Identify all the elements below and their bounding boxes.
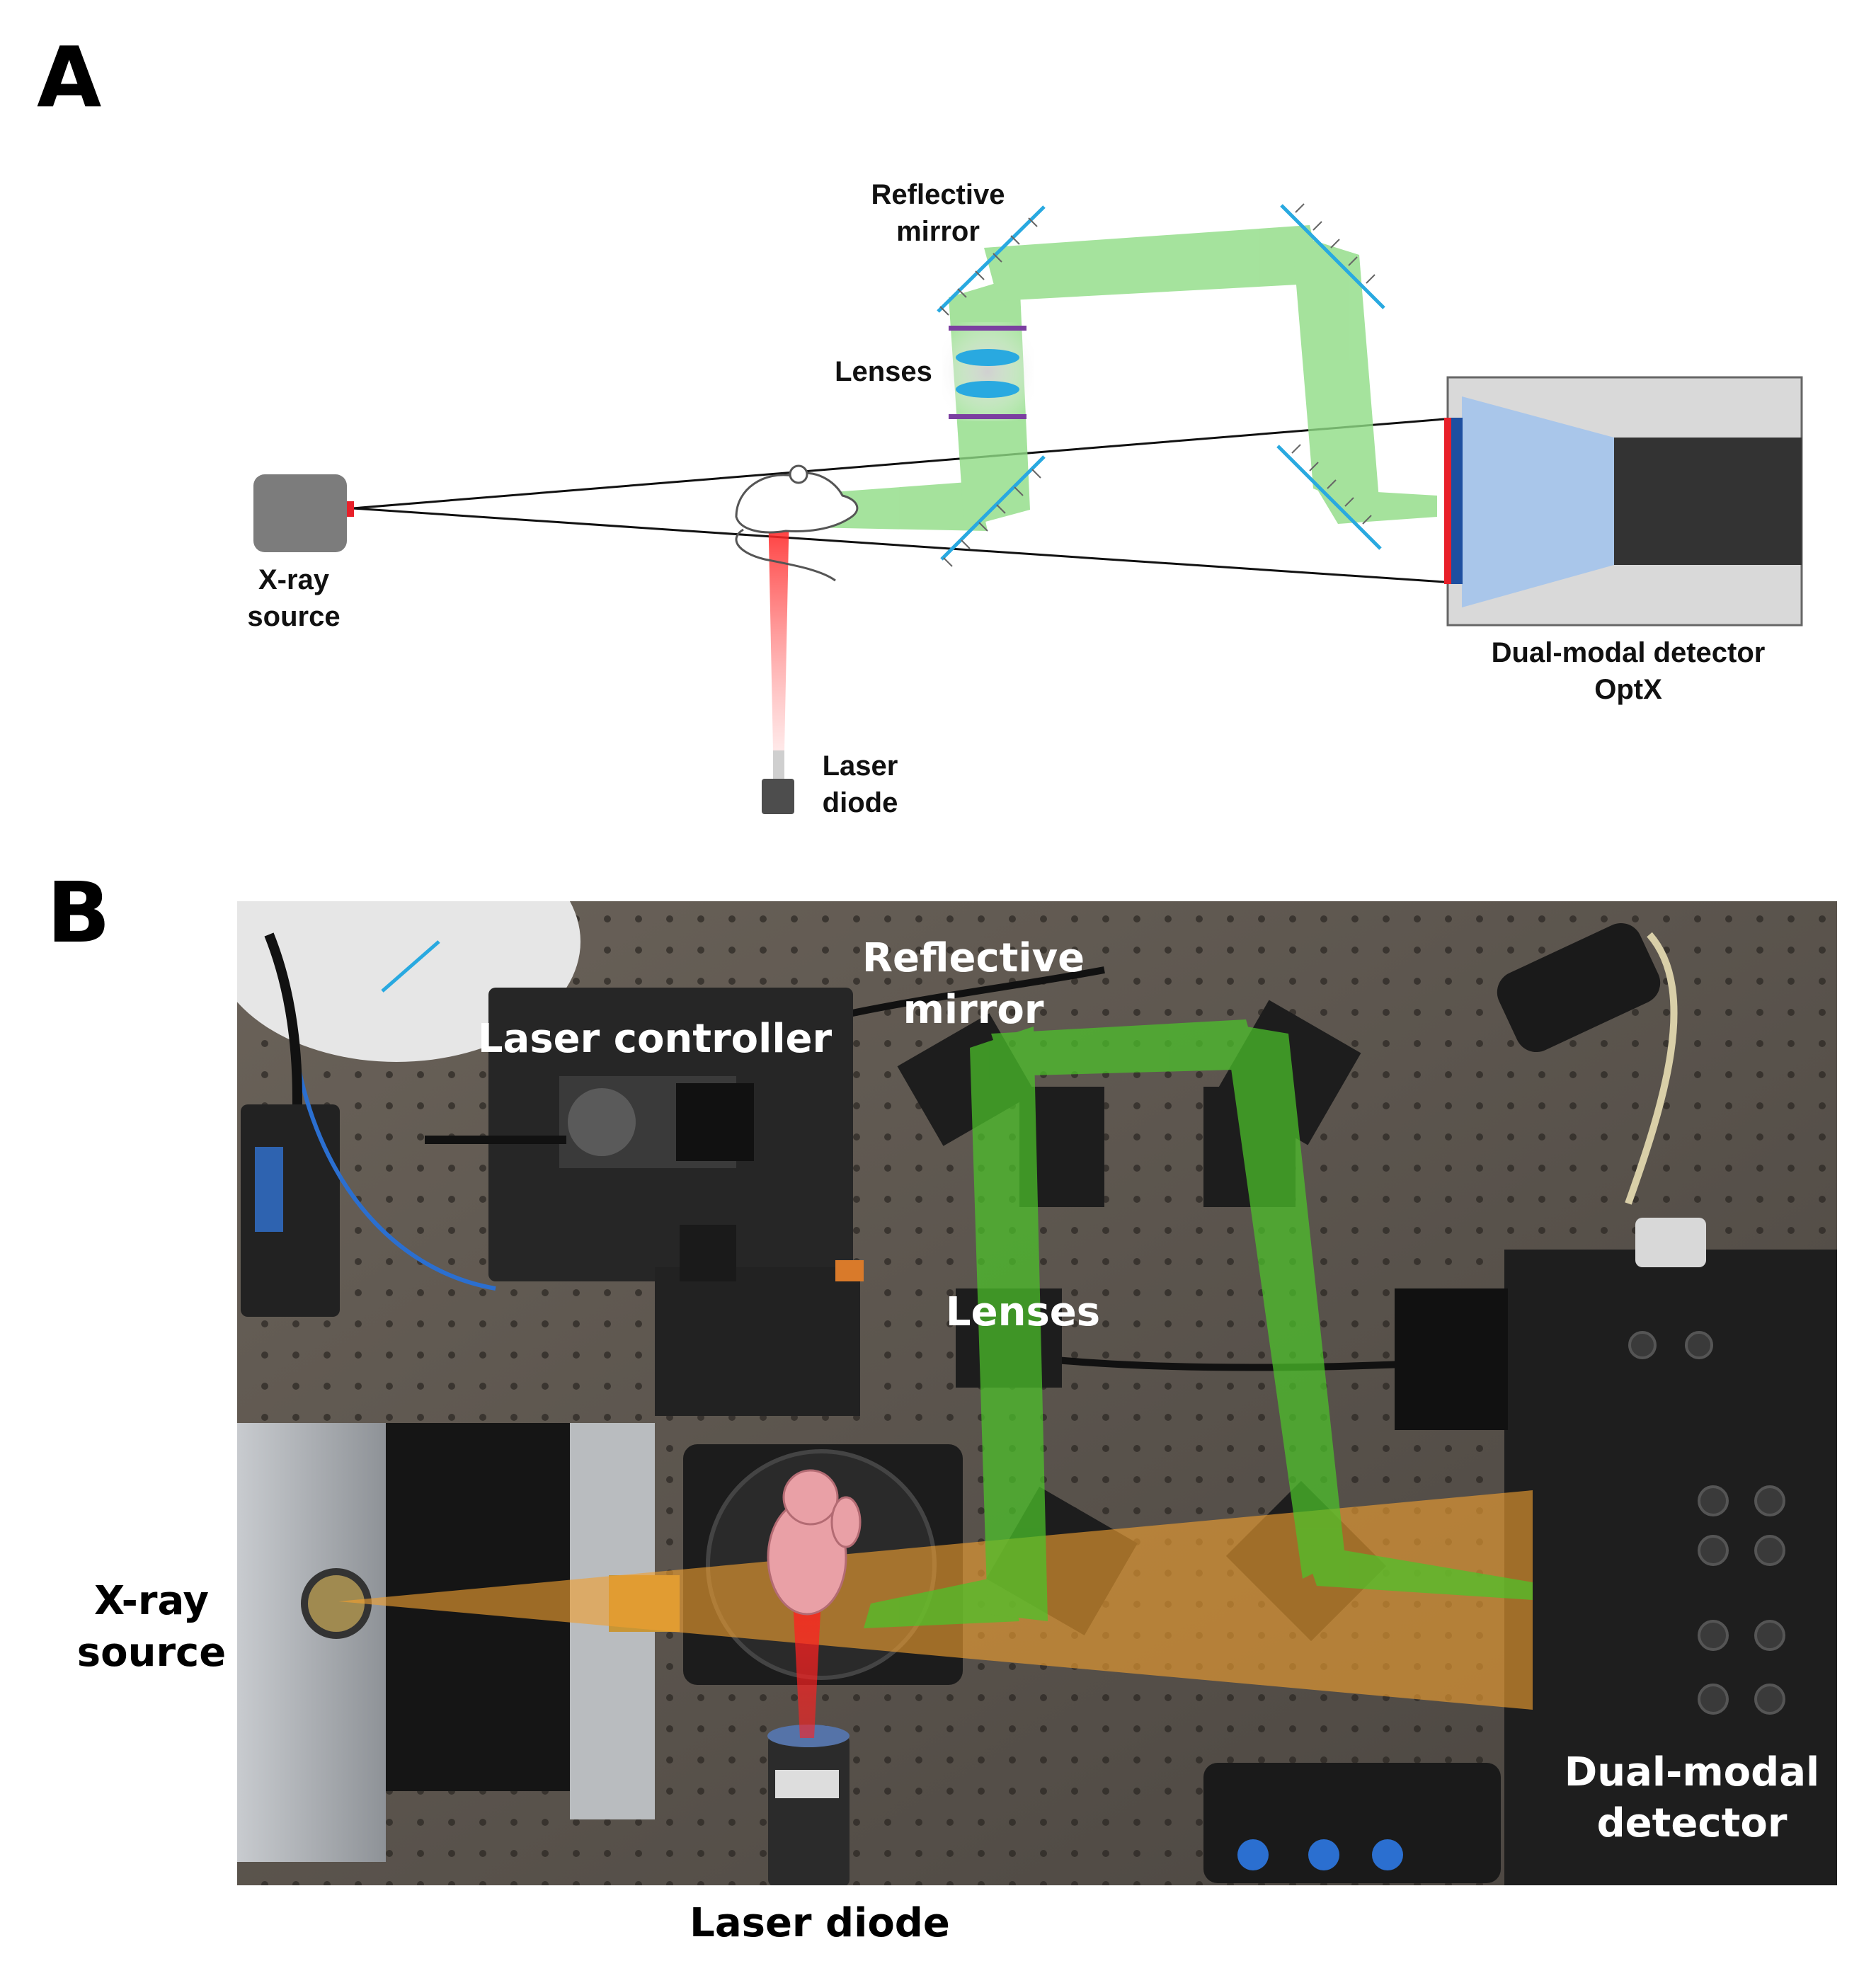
photo-green-beam xyxy=(864,1019,1533,1628)
panel-b-labels: Laser controller Reflective mirror Lense… xyxy=(478,935,1819,1846)
label-lenses: Lenses xyxy=(835,356,932,387)
photo: Laser controller Reflective mirror Lense… xyxy=(237,901,1837,1885)
mirror-bottom-left xyxy=(940,455,1046,567)
panel-b-outer-labels: X-ray source Laser diode xyxy=(77,1578,950,1946)
laser-diode-device xyxy=(762,750,794,814)
xray-ray-top xyxy=(352,418,1445,510)
panel-a-diagram xyxy=(253,203,1803,814)
photo-label-reflective-mirror-1: Reflective xyxy=(862,935,1085,981)
xray-source-port xyxy=(347,501,354,517)
xray-source-box xyxy=(253,474,347,552)
photo-label-reflective-mirror-2: mirror xyxy=(903,987,1044,1033)
photo-label-xray-source-2: source xyxy=(77,1630,226,1676)
photo-label-lenses: Lenses xyxy=(946,1289,1100,1335)
mirror-top-right xyxy=(1280,203,1385,309)
red-laser-beam xyxy=(768,506,789,750)
photo-label-laser-controller: Laser controller xyxy=(478,1016,833,1062)
photo-label-xray-source-1: X-ray xyxy=(94,1578,209,1624)
photo-label-detector-2: detector xyxy=(1597,1800,1788,1846)
panel-a-letter: A xyxy=(37,28,101,126)
photo-mouse xyxy=(767,1469,862,1616)
panel-b-letter: B xyxy=(47,864,110,961)
mirror-bottom-right xyxy=(1276,444,1382,550)
lenses-assembly xyxy=(942,322,1034,421)
xray-ray-bottom xyxy=(352,507,1445,583)
mouse-icon xyxy=(735,464,859,582)
detector-device xyxy=(1444,376,1803,627)
photo-label-laser-diode: Laser diode xyxy=(690,1900,950,1946)
photo-label-detector-1: Dual-modal xyxy=(1565,1749,1819,1795)
mirror-top-left xyxy=(937,205,1046,316)
